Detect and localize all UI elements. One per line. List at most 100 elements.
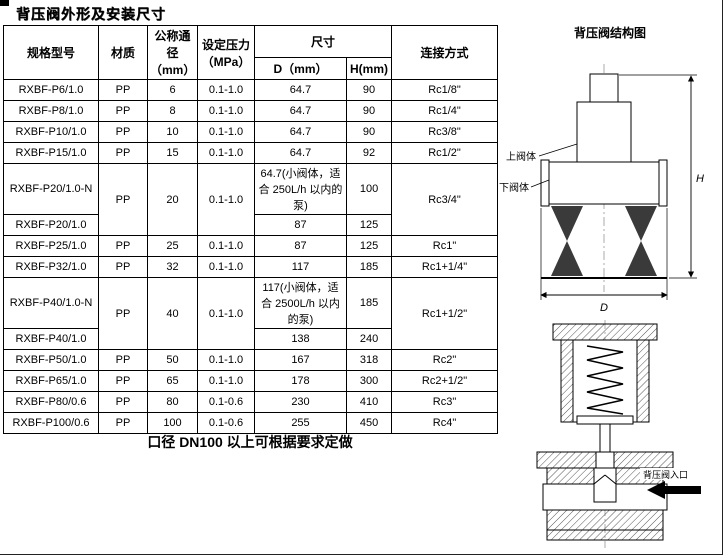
- table-cell: 0.1-1.0: [197, 79, 255, 101]
- diaphragm-disc: [576, 415, 634, 425]
- spec-table-wrap: 规格型号 材质 公称通 径（mm） 设定压力 （MPa） 尺寸 连接方式 D（m…: [3, 24, 499, 434]
- table-cell: 117: [254, 256, 347, 278]
- table-cell: 117(小阀体，适合 2500L/h 以内的泵): [254, 277, 347, 329]
- table-cell: RXBF-P8/1.0: [3, 100, 99, 122]
- table-cell: RXBF-P65/1.0: [3, 370, 99, 392]
- table-cell: 25: [147, 235, 198, 257]
- table-cell: RXBF-P10/1.0: [3, 121, 99, 143]
- bottom-flange-section: [546, 529, 664, 541]
- table-cell: 65: [147, 370, 198, 392]
- table-cell: 230: [254, 391, 347, 413]
- spring-chamber: [560, 339, 650, 423]
- table-cell: 178: [254, 370, 347, 392]
- table-cell: RXBF-P80/0.6: [3, 391, 99, 413]
- right-end-plate: [658, 159, 668, 207]
- table-cell: Rc4": [391, 412, 499, 434]
- spring: [586, 345, 624, 415]
- table-cell: PP: [98, 79, 148, 101]
- diagram-panel: 背压阀结构图 D: [497, 0, 723, 555]
- valve-seat-line: [604, 474, 617, 485]
- column-header-pressure: 设定压力 （MPa）: [197, 25, 255, 80]
- table-cell: PP: [98, 121, 148, 143]
- table-cell: PP: [98, 370, 148, 392]
- table-cell: Rc1": [391, 235, 499, 257]
- table-cell: 255: [254, 412, 347, 434]
- upper-body-label: 上阀体: [506, 150, 536, 163]
- table-cell: 100: [147, 412, 198, 434]
- right-port-cone: [625, 206, 657, 276]
- table-cell: 0.1-1.0: [197, 370, 255, 392]
- table-cell: 64.7: [254, 100, 347, 122]
- table-cell: 6: [147, 79, 198, 101]
- table-cell: RXBF-P20/1.0: [3, 214, 99, 236]
- valve-seat-line: [593, 474, 606, 485]
- table-cell: Rc2": [391, 349, 499, 371]
- table-cell: 410: [345, 391, 393, 413]
- page-title: 背压阀外形及安装尺寸: [16, 6, 166, 22]
- table-cell: 167: [254, 349, 347, 371]
- table-cell: 0.1-1.0: [197, 121, 255, 143]
- table-cell: RXBF-P25/1.0: [3, 235, 99, 257]
- upper-valve-body-outline: [576, 101, 632, 163]
- table-cell: RXBF-P32/1.0: [3, 256, 99, 278]
- table-cell: RXBF-P40/1.0-N: [3, 277, 99, 329]
- table-cell: 300: [345, 370, 393, 392]
- inlet-label-bg: [640, 468, 696, 480]
- diagram-title: 背压阀结构图: [573, 26, 646, 40]
- table-cell: 87: [254, 214, 347, 236]
- table-cell: 0.1-0.6: [197, 412, 255, 434]
- table-cell: RXBF-P20/1.0-N: [3, 163, 99, 215]
- table-cell: 0.1-1.0: [197, 163, 255, 236]
- inlet-arrow-icon: [647, 481, 701, 499]
- table-cell: 125: [345, 214, 393, 236]
- table-cell: 125: [345, 235, 393, 257]
- table-cell: 90: [345, 79, 393, 101]
- table-cell: PP: [98, 256, 148, 278]
- table-cell: Rc1/4": [391, 100, 499, 122]
- valve-stem: [599, 423, 611, 455]
- table-cell: 240: [345, 328, 393, 350]
- table-cell: RXBF-P100/0.6: [3, 412, 99, 434]
- table-cell: 185: [345, 277, 393, 329]
- table-cell: 10: [147, 121, 198, 143]
- column-header-size: 尺寸: [253, 24, 393, 59]
- lower-valve-body-outline: [548, 161, 660, 205]
- table-cell: 185: [345, 256, 393, 278]
- left-port-cone: [551, 206, 583, 276]
- table-cell: PP: [98, 412, 148, 434]
- table-cell: 8: [147, 100, 198, 122]
- dim-label-h: H: [696, 173, 704, 185]
- table-cell: RXBF-P15/1.0: [3, 142, 99, 164]
- adjust-cap-outline: [589, 73, 619, 103]
- table-cell: Rc2+1/2": [391, 370, 499, 392]
- table-cell: Rc1+1/2": [391, 277, 499, 350]
- table-cell: 20: [147, 163, 198, 236]
- table-cell: 450: [345, 412, 393, 434]
- chamber-wall-right: [636, 339, 650, 423]
- column-header-connection: 连接方式: [391, 25, 499, 80]
- table-cell: PP: [98, 277, 148, 350]
- table-cell: PP: [98, 100, 148, 122]
- valve-outline-drawing: D H 上阀体 下阀体: [499, 64, 704, 314]
- table-cell: 92: [345, 142, 393, 164]
- table-cell: PP: [98, 235, 148, 257]
- table-cell: 0.1-0.6: [197, 391, 255, 413]
- chamber-wall-left: [560, 339, 574, 423]
- table-cell: Rc1/8": [391, 79, 499, 101]
- table-cell: 87: [254, 235, 347, 257]
- table-cell: RXBF-P6/1.0: [3, 79, 99, 101]
- inlet-label: 背压阀入口: [643, 469, 688, 480]
- table-cell: 64.7: [254, 79, 347, 101]
- header-row-2: D（mm） H(mm): [4, 57, 498, 80]
